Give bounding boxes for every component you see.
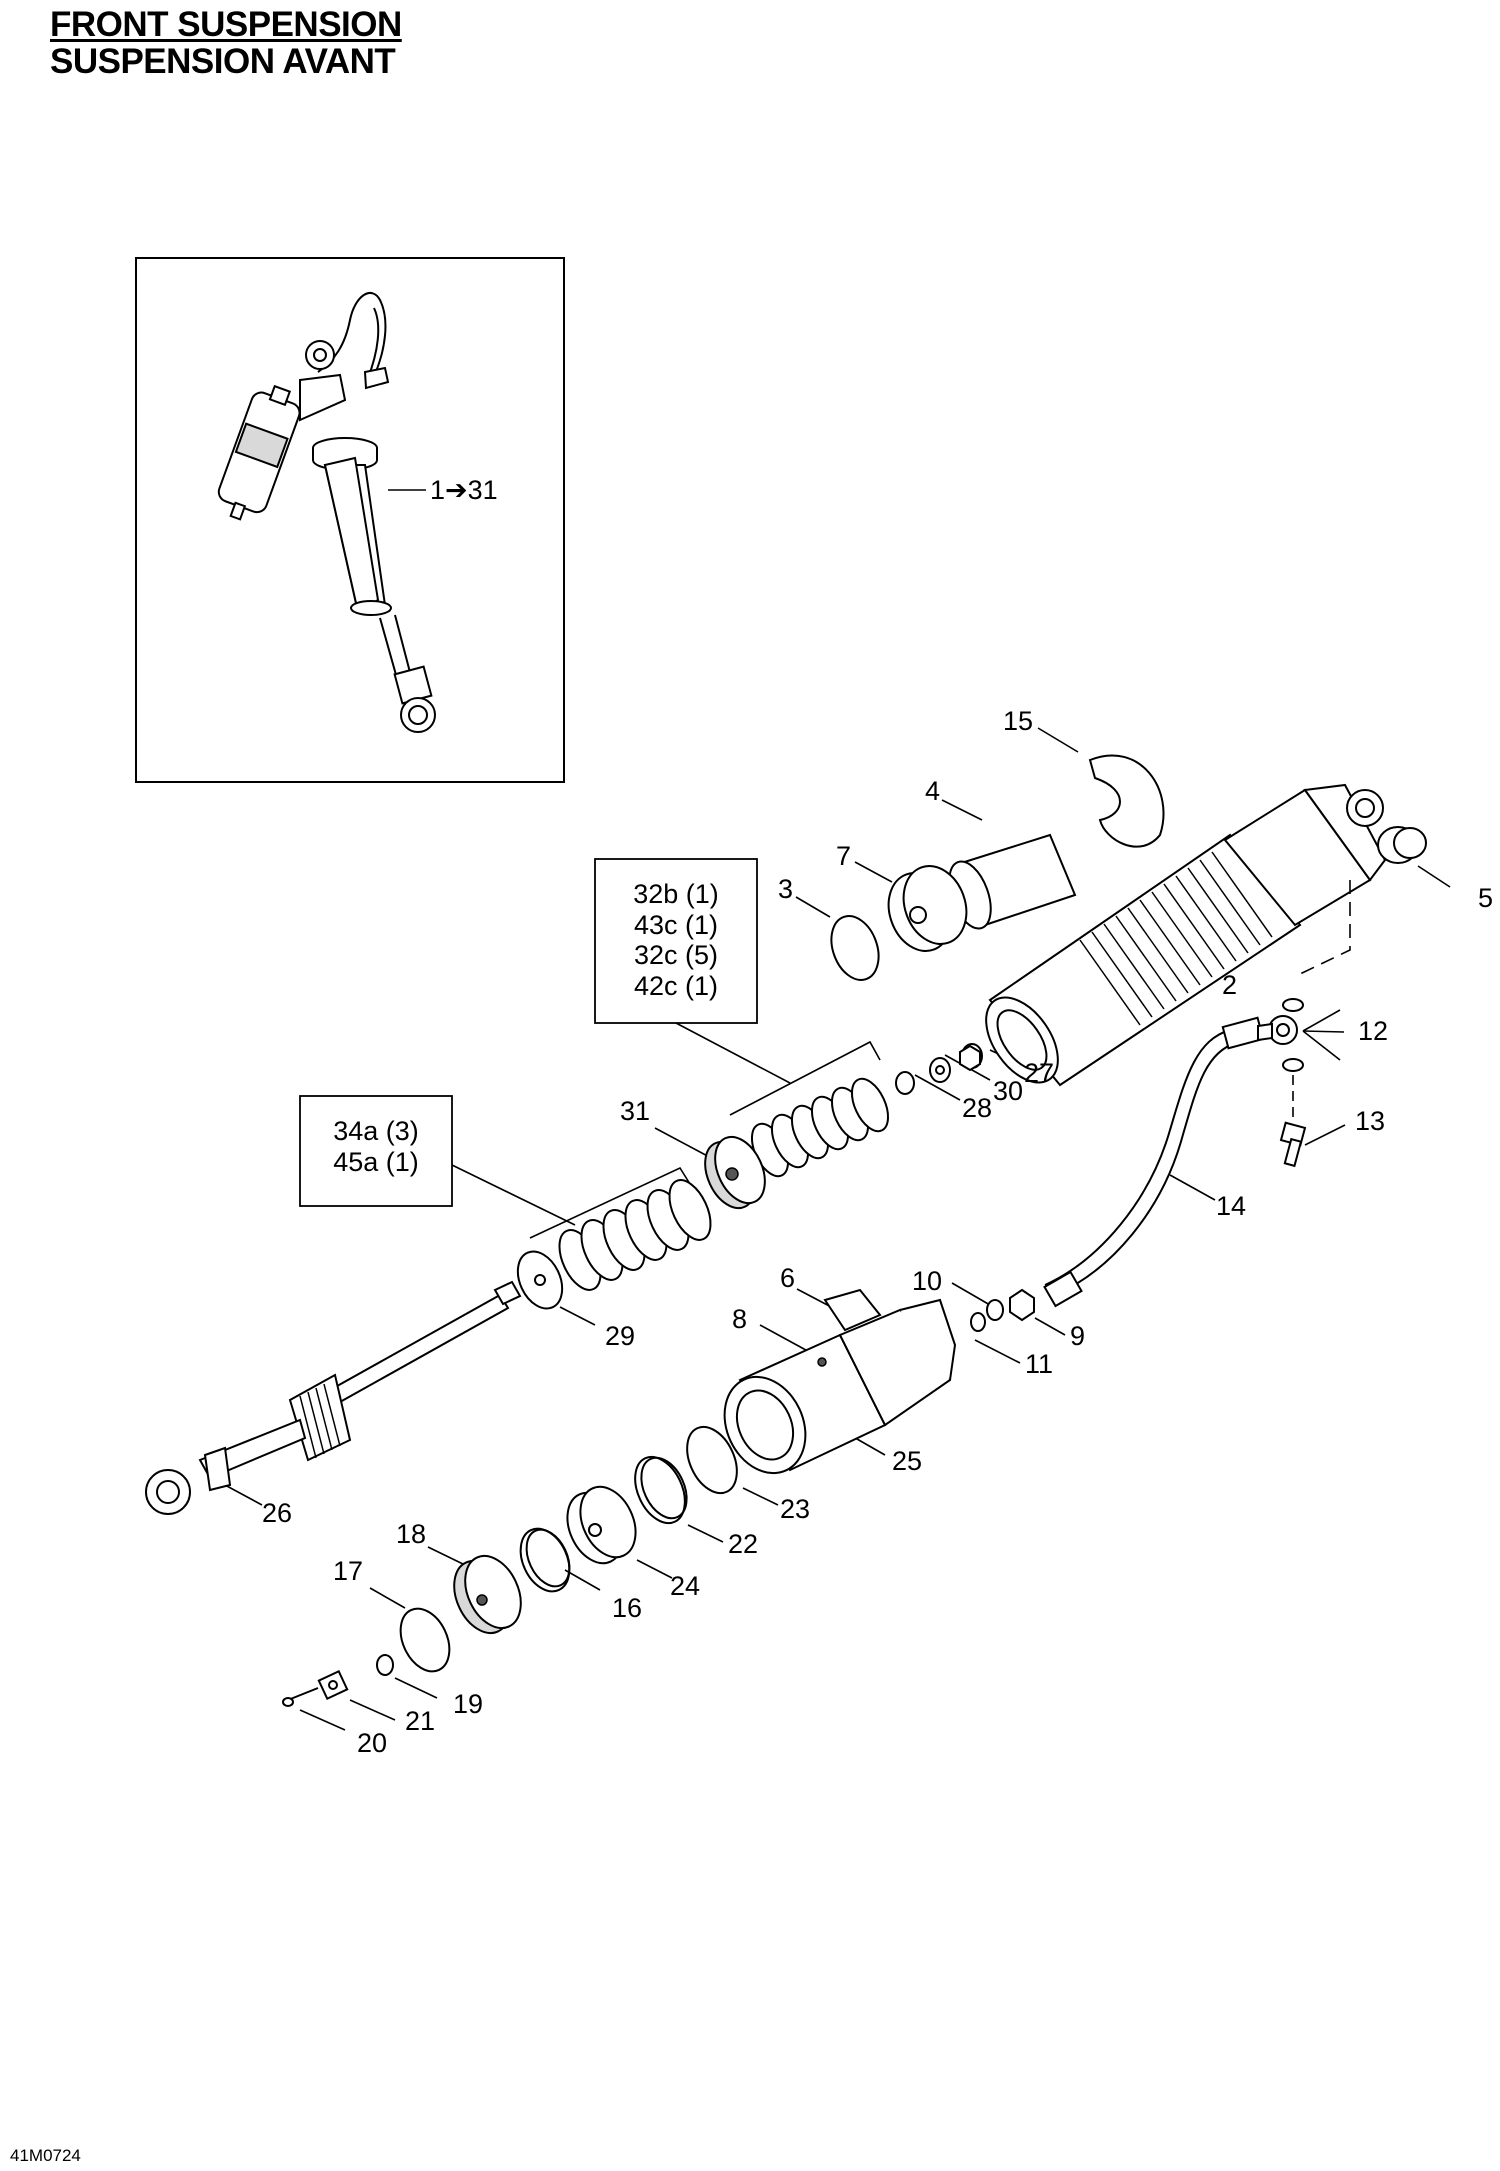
part-4-bushing <box>948 833 1077 930</box>
callout-14: 14 <box>1216 1191 1246 1221</box>
kit-box-2-line-1: 34a (3) <box>333 1116 419 1146</box>
part-31-retainer <box>704 1135 766 1210</box>
part-15-washer <box>1088 754 1165 848</box>
callout-19: 19 <box>453 1689 483 1719</box>
callout-21: 21 <box>405 1706 435 1736</box>
page-header: FRONT SUSPENSION SUSPENSION AVANT <box>50 6 402 80</box>
upper-spring <box>750 1077 890 1178</box>
part-25-housing <box>723 1288 957 1475</box>
part-18-cap <box>453 1554 522 1635</box>
kit-box-2-line-2: 45a (1) <box>333 1147 419 1177</box>
part-17-disc <box>399 1607 451 1673</box>
callout-11: 11 <box>1025 1349 1053 1379</box>
part-7-piston <box>887 865 968 952</box>
part-20-screw <box>282 1687 319 1707</box>
callout-25: 25 <box>892 1446 922 1476</box>
callout-30: 30 <box>993 1076 1023 1106</box>
callout-15: 15 <box>1003 706 1033 736</box>
part-29-washer <box>516 1250 564 1310</box>
callout-26: 26 <box>262 1498 292 1528</box>
callout-28: 28 <box>962 1093 992 1123</box>
kit-box-1-line-1: 32b (1) <box>633 879 719 909</box>
drawing-reference-code: 41M0724 <box>10 2146 81 2165</box>
part-14-hose <box>1043 1015 1298 1308</box>
title-english: FRONT SUSPENSION <box>50 5 402 44</box>
part-5-bushing <box>1377 826 1427 864</box>
part-22-ring <box>634 1455 688 1525</box>
main-body-2 <box>985 783 1387 1087</box>
part-21-nut <box>317 1669 349 1701</box>
callout-9: 9 <box>1070 1321 1085 1351</box>
title-french: SUSPENSION AVANT <box>50 42 396 81</box>
part-23-oring <box>686 1425 738 1495</box>
callout-12: 12 <box>1358 1016 1388 1046</box>
callout-3: 3 <box>778 874 793 904</box>
callout-23: 23 <box>780 1494 810 1524</box>
parts-9-10-11 <box>970 1288 1035 1332</box>
callout-16: 16 <box>612 1593 642 1623</box>
part-24-piston <box>566 1485 637 1565</box>
callout-2: 2 <box>1222 970 1237 1000</box>
part-16-oring <box>519 1527 571 1593</box>
callout-20: 20 <box>357 1728 387 1758</box>
part-26-shaft <box>145 1280 522 1515</box>
part-3-disc <box>830 915 880 981</box>
callout-29: 29 <box>605 1321 635 1351</box>
kit-box-1-line-2: 43c (1) <box>634 910 718 940</box>
kit-box-2: 34a (3) 45a (1) <box>299 1095 453 1207</box>
lower-spring <box>558 1179 712 1291</box>
callout-27: 27 <box>1024 1058 1054 1088</box>
callout-labels: 2 3 4 5 6 7 8 9 10 11 12 13 14 15 16 17 … <box>262 706 1493 1758</box>
callout-31: 31 <box>620 1096 650 1126</box>
callout-8: 8 <box>732 1304 747 1334</box>
inset-label: 1➔31 <box>430 475 498 505</box>
callout-4: 4 <box>925 776 940 806</box>
callout-22: 22 <box>728 1529 758 1559</box>
callout-13: 13 <box>1355 1106 1385 1136</box>
kit-box-1-line-4: 42c (1) <box>634 971 718 1001</box>
callout-18: 18 <box>396 1519 426 1549</box>
callout-6: 6 <box>780 1263 795 1293</box>
callout-10: 10 <box>912 1266 942 1296</box>
kit-box-1-line-3: 32c (5) <box>634 940 718 970</box>
parts-12-13 <box>1279 998 1307 1168</box>
inset-assembly: 1➔31 <box>135 257 565 783</box>
callout-7: 7 <box>836 841 851 871</box>
callout-5: 5 <box>1478 883 1493 913</box>
part-19-oring <box>376 1654 394 1676</box>
kit-box-1: 32b (1) 43c (1) 32c (5) 42c (1) <box>594 858 758 1024</box>
callout-17: 17 <box>333 1556 363 1586</box>
callout-24: 24 <box>670 1571 700 1601</box>
inset-frame <box>135 257 565 783</box>
parts-27-28-30 <box>895 1043 983 1095</box>
